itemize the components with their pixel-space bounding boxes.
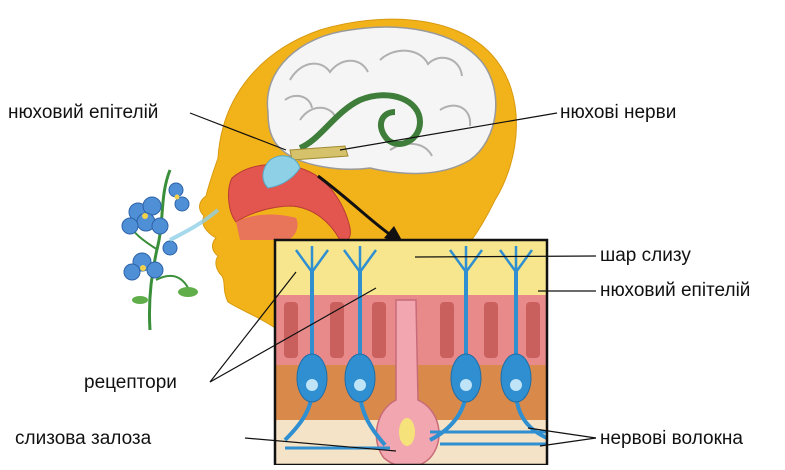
- mouth-area: [236, 215, 298, 240]
- label-receptors: рецептори: [84, 373, 177, 392]
- label-nerve-fibers: нервові волокна: [600, 429, 743, 448]
- label-mucous-gland: слизова залоза: [15, 429, 151, 448]
- label-olfactory-nerves: нюхові нерви: [560, 103, 676, 122]
- label-mucus-layer: шар слизу: [600, 246, 691, 265]
- flower-illustration: [122, 170, 218, 330]
- label-olfactory-epithelium-top: нюховий епітелій: [8, 103, 158, 122]
- label-olfactory-epithelium-right: нюховий епітелій: [600, 281, 750, 300]
- cell-inset: [275, 240, 547, 465]
